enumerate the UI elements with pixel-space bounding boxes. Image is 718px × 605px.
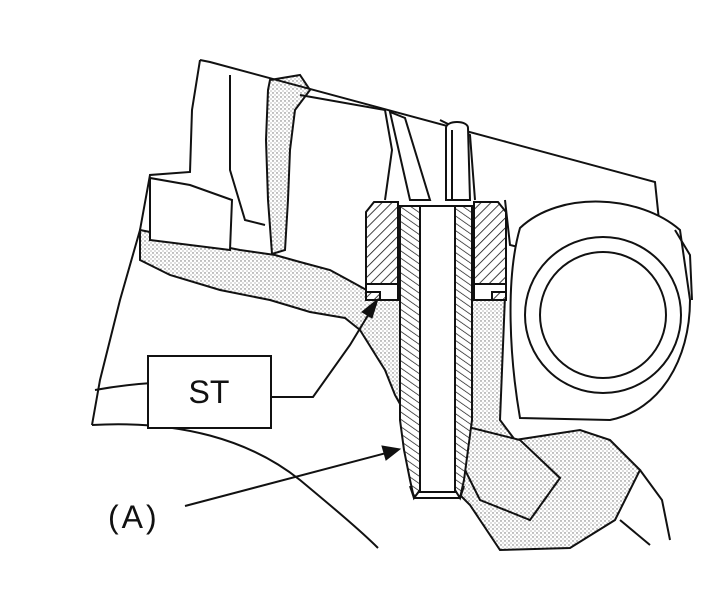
port-opening — [509, 200, 693, 422]
arrow-to-guide — [381, 445, 402, 461]
installer-tool-sleeve — [365, 201, 507, 301]
leader-lines — [184, 311, 391, 507]
tool-label-box: ST — [147, 355, 272, 429]
arrow-to-tool — [361, 297, 379, 319]
cylinder-head-casting — [139, 73, 642, 552]
part-label: (A) — [108, 499, 160, 535]
valve-stem-top — [388, 110, 472, 201]
valve-guide — [399, 205, 473, 501]
tool-label: ST — [189, 374, 230, 410]
